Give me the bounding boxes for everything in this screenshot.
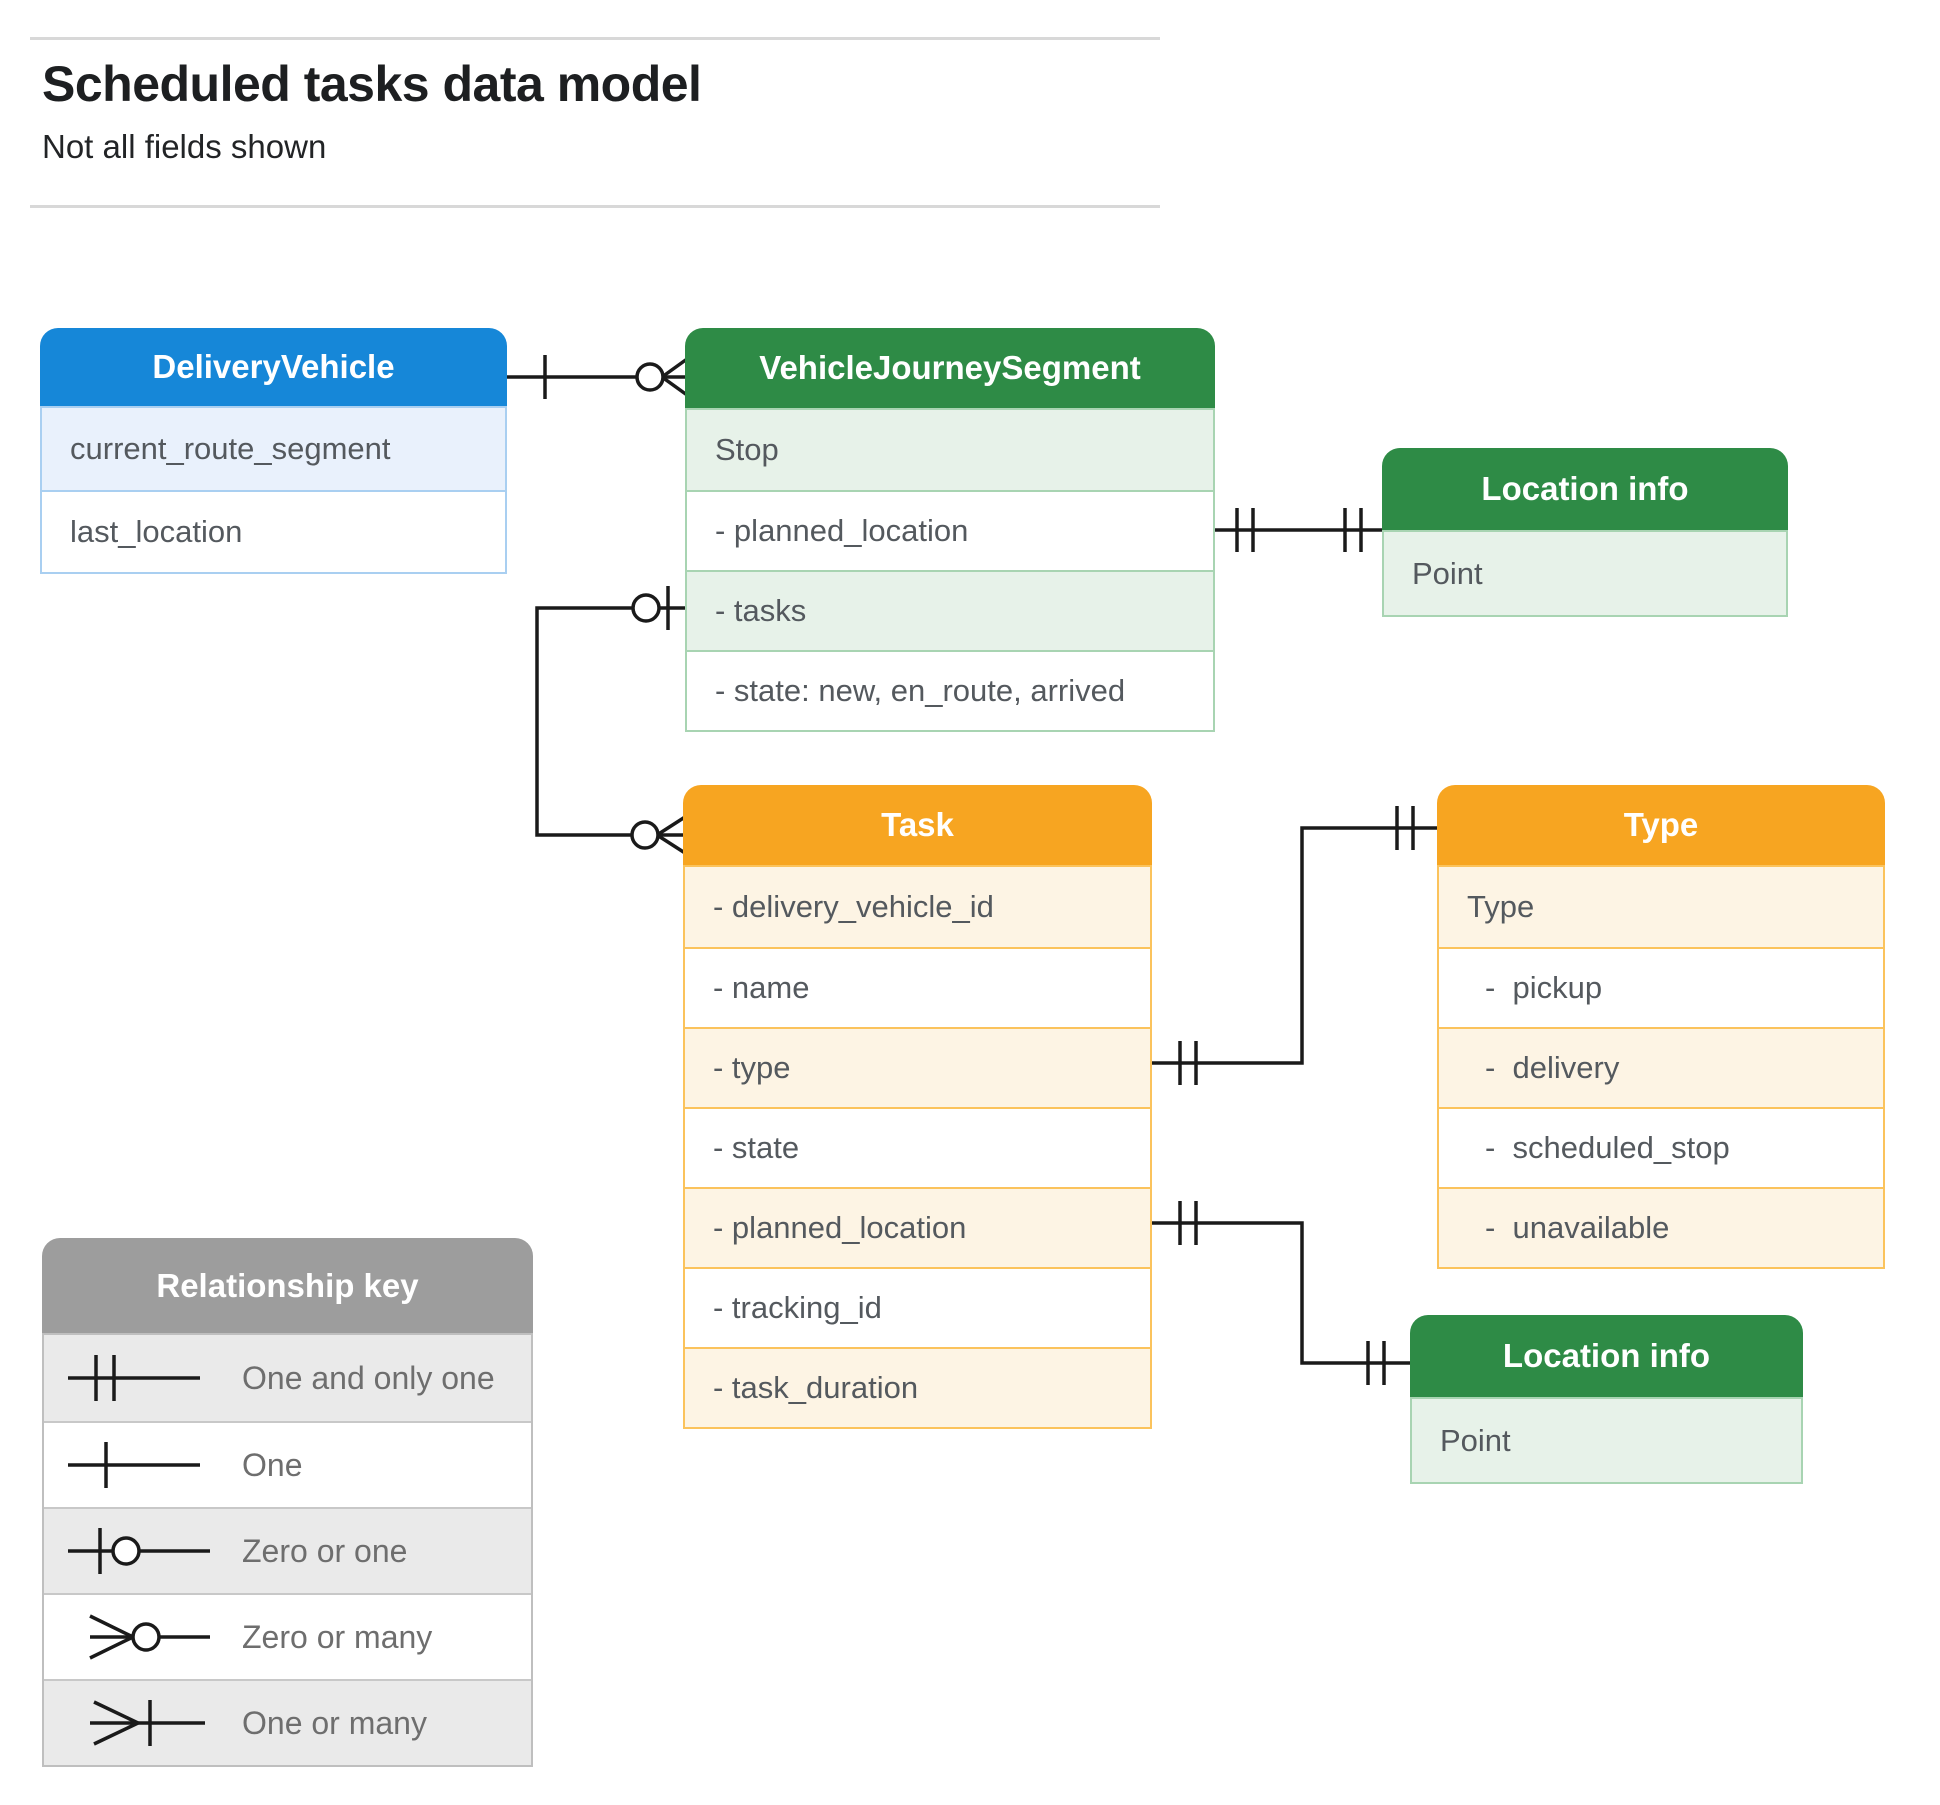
field-row: - planned_location <box>685 1187 1150 1267</box>
field-row: - state <box>685 1107 1150 1187</box>
top-divider-line <box>30 37 1160 40</box>
one-and-only-one-symbol <box>68 1355 200 1401</box>
legend-item: One and only one <box>44 1335 531 1421</box>
legend-item: Zero or many <box>44 1593 531 1679</box>
entity-location-info-top: Location info Point <box>1382 448 1788 617</box>
legend-item: One or many <box>44 1679 531 1765</box>
one-or-many-symbol <box>90 1700 205 1746</box>
legend-item: Zero or one <box>44 1507 531 1593</box>
legend-item: One <box>44 1421 531 1507</box>
legend-label: Zero or one <box>242 1532 408 1569</box>
field-row: - tasks <box>687 570 1213 650</box>
entity-delivery-vehicle: DeliveryVehicle current_route_segment la… <box>40 328 507 574</box>
field-row: - delivery <box>1439 1027 1883 1107</box>
field-row: - unavailable <box>1439 1187 1883 1267</box>
field-row: - type <box>685 1027 1150 1107</box>
entity-title: Location info <box>1410 1315 1803 1397</box>
entity-title: VehicleJourneySegment <box>685 328 1215 408</box>
entity-location-info-bottom: Location info Point <box>1410 1315 1803 1484</box>
field-row: last_location <box>42 490 505 572</box>
field-row: - delivery_vehicle_id <box>685 867 1150 947</box>
connector-plannedlocation-to-locationinfo-top <box>1215 508 1382 552</box>
connector-taskplannedlocation-to-locationinfo-bottom <box>1152 1201 1410 1385</box>
legend-label: One <box>242 1446 303 1483</box>
entity-vehicle-journey-segment: VehicleJourneySegment Stop - planned_loc… <box>685 328 1215 732</box>
zero-or-one-symbol <box>68 1528 210 1574</box>
field-row: - tracking_id <box>685 1267 1150 1347</box>
entity-title: Type <box>1437 785 1885 865</box>
field-row: - pickup <box>1439 947 1883 1027</box>
entity-type: Type Type - pickup - delivery - schedule… <box>1437 785 1885 1269</box>
relationship-key-title: Relationship key <box>42 1238 533 1333</box>
legend-label: One or many <box>242 1704 427 1741</box>
field-row: current_route_segment <box>42 408 505 490</box>
relationship-key: Relationship key One and only one One Ze… <box>42 1238 533 1767</box>
field-row: - scheduled_stop <box>1439 1107 1883 1187</box>
legend-label: Zero or many <box>242 1618 433 1655</box>
subtitle-divider-line <box>30 205 1160 208</box>
legend-label: One and only one <box>242 1359 495 1396</box>
field-row: Stop <box>687 410 1213 490</box>
page-subtitle: Not all fields shown <box>42 128 327 165</box>
field-row: Point <box>1412 1399 1801 1482</box>
one-symbol <box>68 1442 200 1488</box>
field-row: Type <box>1439 867 1883 947</box>
connector-tasks-to-task <box>535 586 686 855</box>
field-row: - task_duration <box>685 1347 1150 1427</box>
entity-task: Task - delivery_vehicle_id - name - type… <box>683 785 1152 1429</box>
field-row: Point <box>1384 532 1786 615</box>
page-title: Scheduled tasks data model <box>42 56 702 112</box>
connector-deliveryvehicle-to-vehiclejourneysegment <box>507 355 689 399</box>
entity-title: Location info <box>1382 448 1788 530</box>
field-row: - name <box>685 947 1150 1027</box>
field-row: - state: new, en_route, arrived <box>687 650 1213 730</box>
field-row: - planned_location <box>687 490 1213 570</box>
entity-title: Task <box>683 785 1152 865</box>
connector-tasktype-to-type <box>1152 806 1437 1085</box>
entity-title: DeliveryVehicle <box>40 328 507 406</box>
zero-or-many-symbol <box>89 1614 210 1660</box>
